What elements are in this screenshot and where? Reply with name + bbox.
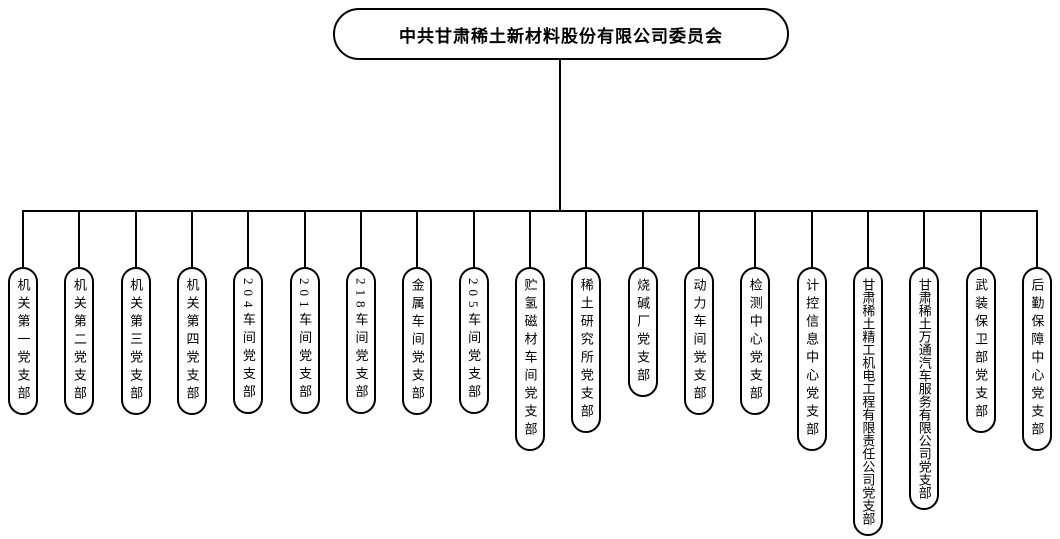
- branch-node-label: 机关第一党支部: [15, 278, 31, 404]
- connector-stub: [528, 210, 531, 267]
- branch-column: 218车间党支部: [345, 210, 376, 536]
- connector-stub: [472, 210, 475, 267]
- branch-column: 计控信息中心党支部: [796, 210, 827, 536]
- connector-stub: [359, 210, 362, 267]
- branch-column: 201车间党支部: [289, 210, 320, 536]
- root-node: 中共甘肃稀土新材料股份有限公司委员会: [333, 8, 789, 60]
- branch-node: 机关第三党支部: [120, 267, 151, 415]
- branch-column: 甘肃稀土万通汽车服务有限公司党支部: [909, 210, 940, 536]
- connector-stub: [1035, 210, 1038, 267]
- branch-node-label: 机关第二党支部: [71, 278, 87, 404]
- branch-node: 218车间党支部: [345, 267, 376, 414]
- branch-node: 机关第一党支部: [8, 267, 38, 415]
- branch-node-label: 计控信息中心党支部: [804, 278, 820, 440]
- connector-stub: [697, 210, 700, 267]
- branch-node-label: 贮氢磁材车间党支部: [522, 278, 538, 440]
- branch-node: 动力车间党支部: [683, 267, 714, 415]
- branch-column: 检测中心党支部: [740, 210, 771, 536]
- branch-node: 稀土研究所党支部: [571, 267, 602, 433]
- connector-stub: [78, 210, 81, 267]
- branch-node-label: 后勤保障中心党支部: [1029, 278, 1045, 440]
- branch-node-label: 机关第四党支部: [184, 278, 200, 404]
- branch-row: 机关第一党支部 机关第二党支部 机关第三党支部 机关第四党支部 204车间党支部 201车…: [0, 210, 1060, 536]
- connector-stub: [979, 210, 982, 267]
- branch-column: 205车间党支部: [458, 210, 489, 536]
- branch-node: 205车间党支部: [458, 267, 489, 414]
- branch-node: 机关第二党支部: [64, 267, 95, 415]
- connector-stub: [247, 210, 250, 267]
- connector-stub: [641, 210, 644, 267]
- connector-stub: [190, 210, 193, 267]
- branch-column: 204车间党支部: [233, 210, 264, 536]
- connector-stub: [923, 210, 926, 267]
- branch-node-label: 稀土研究所党支部: [578, 278, 594, 422]
- branch-node-label: 205车间党支部: [466, 278, 482, 403]
- connector-stub: [22, 210, 24, 267]
- branch-node: 武装保卫部党支部: [965, 267, 996, 433]
- branch-node: 检测中心党支部: [740, 267, 771, 415]
- connector-stub: [810, 210, 813, 267]
- branch-node: 甘肃稀土万通汽车服务有限公司党支部: [909, 267, 940, 510]
- branch-node: 计控信息中心党支部: [796, 267, 827, 451]
- branch-column: 贮氢磁材车间党支部: [514, 210, 545, 536]
- branch-node: 贮氢磁材车间党支部: [514, 267, 545, 451]
- connector-stub: [585, 210, 588, 267]
- branch-node-label: 甘肃稀土精工机电工程有限责任公司党支部: [860, 278, 876, 525]
- branch-column: 机关第三党支部: [120, 210, 151, 536]
- branch-node-label: 甘肃稀土万通汽车服务有限公司党支部: [916, 278, 932, 499]
- connector-stub: [303, 210, 306, 267]
- branch-node: 后勤保障中心党支部: [1021, 267, 1052, 451]
- connector-stub: [134, 210, 137, 267]
- branch-node-label: 武装保卫部党支部: [973, 278, 989, 422]
- branch-node-label: 218车间党支部: [353, 278, 369, 403]
- connector-stub: [866, 210, 869, 267]
- branch-node: 甘肃稀土精工机电工程有限责任公司党支部: [852, 267, 883, 536]
- branch-node: 烧碱厂党支部: [627, 267, 658, 397]
- branch-node-label: 动力车间党支部: [691, 278, 707, 404]
- branch-node-label: 204车间党支部: [240, 278, 256, 403]
- branch-node: 机关第四党支部: [176, 267, 207, 415]
- branch-column: 后勤保障中心党支部: [1021, 210, 1052, 536]
- branch-column: 金属车间党支部: [402, 210, 433, 536]
- connector-stub: [416, 210, 419, 267]
- connector-stub: [754, 210, 757, 267]
- root-node-label: 中共甘肃稀土新材料股份有限公司委员会: [399, 26, 723, 46]
- branch-column: 机关第一党支部: [8, 210, 38, 536]
- branch-node-label: 烧碱厂党支部: [635, 278, 651, 386]
- branch-column: 稀土研究所党支部: [571, 210, 602, 536]
- branch-column: 机关第四党支部: [176, 210, 207, 536]
- branch-column: 武装保卫部党支部: [965, 210, 996, 536]
- branch-column: 甘肃稀土精工机电工程有限责任公司党支部: [852, 210, 883, 536]
- trunk-connector-line: [559, 60, 561, 212]
- branch-column: 机关第二党支部: [64, 210, 95, 536]
- branch-node: 金属车间党支部: [402, 267, 433, 415]
- branch-node-label: 201车间党支部: [297, 278, 313, 403]
- branch-node-label: 机关第三党支部: [128, 278, 144, 404]
- branch-column: 动力车间党支部: [683, 210, 714, 536]
- branch-node-label: 金属车间党支部: [409, 278, 425, 404]
- branch-node-label: 检测中心党支部: [747, 278, 763, 404]
- branch-node: 204车间党支部: [233, 267, 264, 414]
- branch-node: 201车间党支部: [289, 267, 320, 414]
- branch-column: 烧碱厂党支部: [627, 210, 658, 536]
